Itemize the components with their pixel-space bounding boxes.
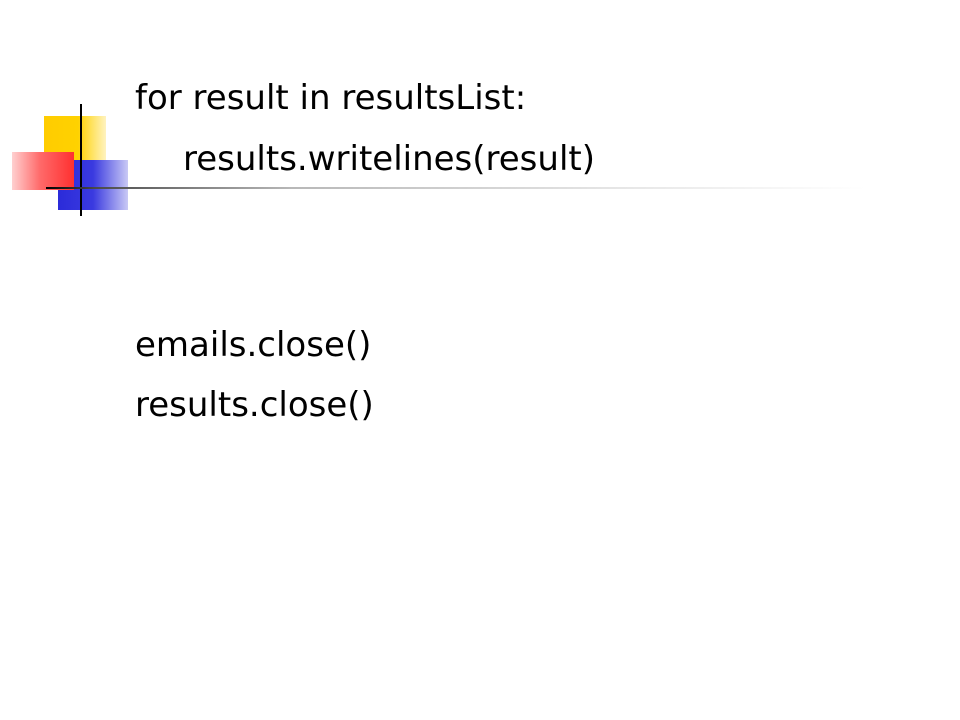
decorative-squares-logo: [0, 0, 140, 230]
code-line-emails-close: emails.close(): [135, 325, 372, 365]
horizontal-divider-line: [46, 187, 866, 189]
vertical-divider-line: [80, 104, 82, 216]
code-line-for-loop: for result in resultsList:: [135, 78, 527, 118]
code-line-writelines: results.writelines(result): [183, 139, 595, 179]
code-line-results-close: results.close(): [135, 385, 374, 425]
red-square-decoration: [12, 152, 74, 190]
